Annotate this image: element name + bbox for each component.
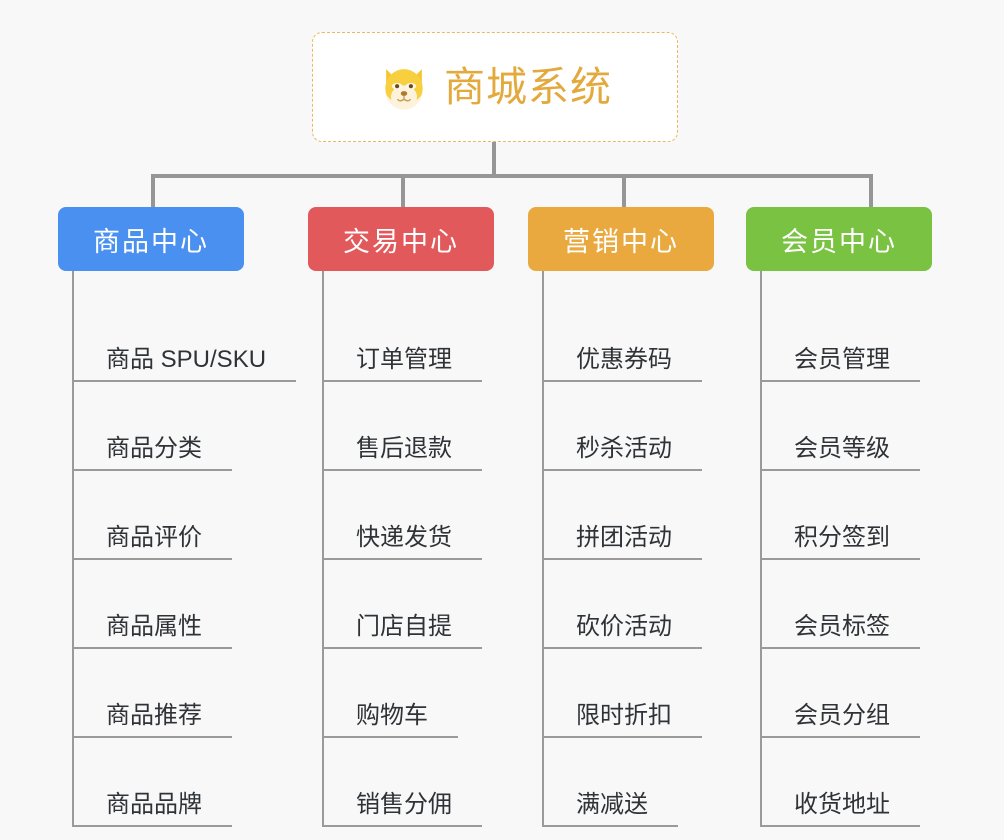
leaf-item[interactable]: 积分签到 <box>760 471 932 560</box>
leaf-label: 限时折扣 <box>542 702 702 738</box>
branch-trunk-4 <box>760 271 762 827</box>
leaf-item[interactable]: 砍价活动 <box>542 560 714 649</box>
leaf-item[interactable]: 会员分组 <box>760 649 932 738</box>
leaf-label: 售后退款 <box>322 435 482 471</box>
leaf-item[interactable]: 会员等级 <box>760 382 932 471</box>
leaf-item[interactable]: 限时折扣 <box>542 649 714 738</box>
branch-header-1[interactable]: 商品中心 <box>58 207 244 271</box>
connector-drop-2 <box>401 174 405 208</box>
leaf-label: 秒杀活动 <box>542 435 702 471</box>
leaf-label: 商品评价 <box>72 524 232 560</box>
leaf-label: 购物车 <box>322 702 458 738</box>
leaf-item[interactable]: 会员管理 <box>760 293 932 382</box>
leaf-label: 会员管理 <box>760 346 920 382</box>
leaf-item[interactable]: 商品分类 <box>72 382 296 471</box>
leaf-item[interactable]: 商品 SPU/SKU <box>72 293 297 382</box>
leaf-label: 门店自提 <box>322 613 482 649</box>
leaf-item[interactable]: 售后退款 <box>322 382 494 471</box>
leaf-item[interactable]: 商品品牌 <box>72 738 296 827</box>
dog-face-icon <box>385 69 423 110</box>
connector-drop-1 <box>151 174 155 208</box>
leaf-list-1: 商品 SPU/SKU 商品分类 商品评价 商品属性 商品推荐 商品品牌 <box>72 271 297 827</box>
leaf-label: 积分签到 <box>760 524 920 560</box>
leaf-label: 订单管理 <box>322 346 482 382</box>
branch-header-4[interactable]: 会员中心 <box>746 207 932 271</box>
leaf-item[interactable]: 销售分佣 <box>322 738 494 827</box>
leaf-list-2: 订单管理 售后退款 快递发货 门店自提 购物车 销售分佣 <box>322 271 494 827</box>
leaf-label: 砍价活动 <box>542 613 702 649</box>
leaf-item[interactable]: 商品属性 <box>72 560 296 649</box>
connector-bus <box>151 174 872 178</box>
leaf-item[interactable]: 满减送 <box>542 738 714 827</box>
branch-product-center: 商品中心 商品 SPU/SKU 商品分类 商品评价 商品属性 商品推荐 商品品牌 <box>58 207 297 827</box>
branch-header-2[interactable]: 交易中心 <box>308 207 494 271</box>
branch-header-3[interactable]: 营销中心 <box>528 207 714 271</box>
leaf-item[interactable]: 订单管理 <box>322 293 494 382</box>
branch-trunk-1 <box>72 271 74 827</box>
leaf-label: 满减送 <box>542 791 678 827</box>
leaf-item[interactable]: 快递发货 <box>322 471 494 560</box>
connector-drop-3 <box>622 174 626 208</box>
leaf-list-4: 会员管理 会员等级 积分签到 会员标签 会员分组 收货地址 <box>760 271 932 827</box>
leaf-label: 商品品牌 <box>72 791 232 827</box>
leaf-item[interactable]: 商品推荐 <box>72 649 296 738</box>
root-node[interactable]: 商城系统 <box>312 32 678 142</box>
leaf-list-3: 优惠券码 秒杀活动 拼团活动 砍价活动 限时折扣 满减送 <box>542 271 714 827</box>
leaf-label: 商品属性 <box>72 613 232 649</box>
leaf-item[interactable]: 会员标签 <box>760 560 932 649</box>
leaf-label: 商品推荐 <box>72 702 232 738</box>
branch-trade-center: 交易中心 订单管理 售后退款 快递发货 门店自提 购物车 销售分佣 <box>308 207 494 827</box>
leaf-label: 会员等级 <box>760 435 920 471</box>
branch-trunk-2 <box>322 271 324 827</box>
leaf-item[interactable]: 收货地址 <box>760 738 932 827</box>
branch-marketing-center: 营销中心 优惠券码 秒杀活动 拼团活动 砍价活动 限时折扣 满减送 <box>528 207 714 827</box>
leaf-item[interactable]: 门店自提 <box>322 560 494 649</box>
leaf-label: 优惠券码 <box>542 346 702 382</box>
leaf-label: 会员标签 <box>760 613 920 649</box>
leaf-item[interactable]: 优惠券码 <box>542 293 714 382</box>
leaf-label: 商品 SPU/SKU <box>72 346 297 382</box>
branch-trunk-3 <box>542 271 544 827</box>
leaf-label: 拼团活动 <box>542 524 702 560</box>
branch-member-center: 会员中心 会员管理 会员等级 积分签到 会员标签 会员分组 收货地址 <box>746 207 932 827</box>
leaf-label: 商品分类 <box>72 435 232 471</box>
root-title: 商城系统 <box>444 63 612 110</box>
leaf-item[interactable]: 拼团活动 <box>542 471 714 560</box>
connector-drop-4 <box>869 174 873 208</box>
leaf-item[interactable]: 秒杀活动 <box>542 382 714 471</box>
leaf-label: 会员分组 <box>760 702 920 738</box>
leaf-item[interactable]: 购物车 <box>322 649 494 738</box>
leaf-label: 收货地址 <box>760 791 920 827</box>
leaf-item[interactable]: 商品评价 <box>72 471 296 560</box>
leaf-label: 销售分佣 <box>322 791 482 827</box>
leaf-label: 快递发货 <box>322 524 482 560</box>
connector-stem <box>492 142 496 177</box>
